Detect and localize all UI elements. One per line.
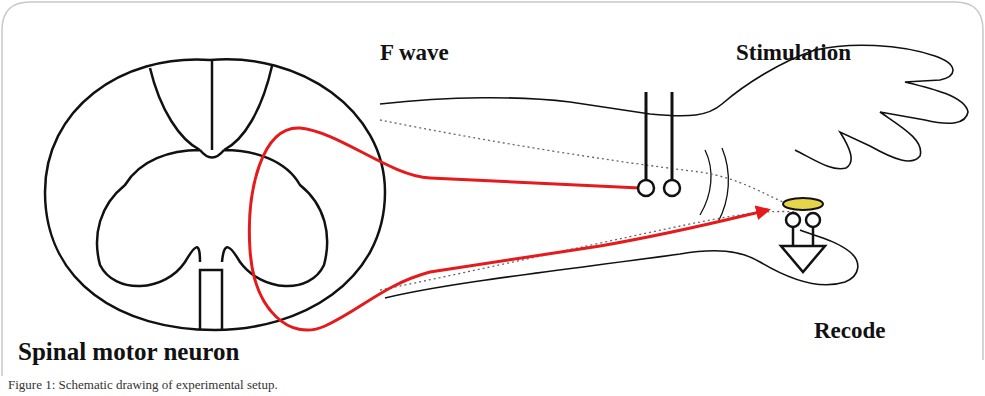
nerve-path	[380, 120, 790, 205]
electrode-label: Recode	[814, 318, 886, 344]
frame-border	[2, 2, 983, 376]
wave-label: F wave	[380, 40, 449, 66]
stimulation-electrode	[638, 92, 680, 196]
recording-electrode	[781, 198, 825, 272]
spinal-cord-outline	[45, 59, 385, 330]
f-wave-path	[249, 128, 768, 330]
wrist-crease	[700, 148, 728, 222]
gray-matter	[97, 66, 327, 286]
electrode-label: Stimulation	[736, 40, 851, 66]
arm-outline	[385, 230, 858, 298]
structure-label: Spinal motor neuron	[18, 338, 239, 366]
nerve-path	[380, 211, 795, 290]
posterior-sulcus	[211, 60, 214, 150]
figure-caption: Figure 1: Schematic drawing of experimen…	[8, 377, 278, 393]
anterior-fissure	[200, 270, 222, 330]
arm-outline	[380, 45, 968, 169]
